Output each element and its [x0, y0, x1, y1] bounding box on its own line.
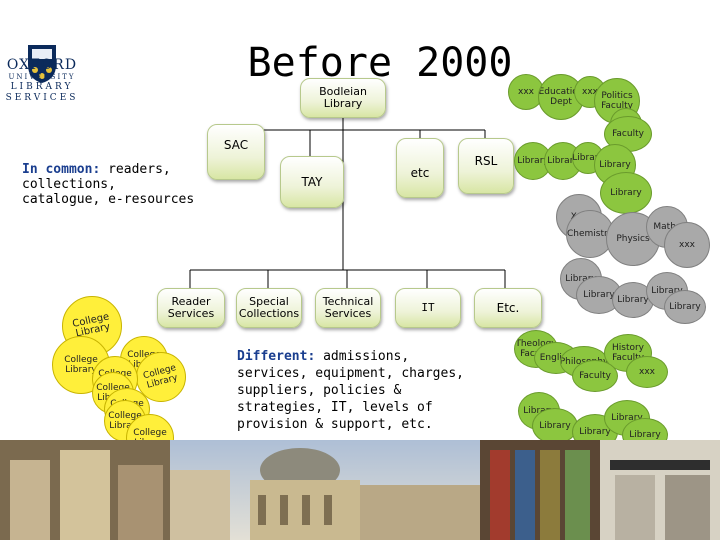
- oxford-library-services-logo: OXFORD UNIVERSITY LIBRARY SERVICES: [4, 58, 80, 103]
- faculty-bubble: Faculty: [572, 360, 618, 392]
- library-bubble-label: Library: [579, 427, 611, 437]
- library-bubble: Library: [664, 290, 706, 324]
- library-bubble: Library: [600, 172, 652, 214]
- library-bubble-label: Library: [669, 302, 701, 312]
- it-node: IT: [395, 288, 461, 328]
- library-bubble-label: Library: [599, 160, 631, 170]
- department-bubble-label: Maths: [653, 222, 681, 232]
- library-bubble-label: Library: [629, 430, 661, 440]
- faculty-bubble: xxx: [626, 356, 668, 388]
- department-bubble-label: Physics: [616, 234, 650, 244]
- reader-services-node: Reader Services: [157, 288, 225, 328]
- bodleian-library-node: Bodleian Library: [300, 78, 386, 118]
- college-library-label: College Library: [64, 355, 98, 375]
- library-bubble-label: Library: [523, 406, 555, 416]
- etc-node: etc: [396, 138, 444, 198]
- library-bubble: Library: [532, 408, 578, 444]
- logo-line-2: UNIVERSITY: [8, 73, 76, 81]
- in-common-note: In common: readers, collections, catalog…: [22, 162, 198, 207]
- college-library-bubble: College Library: [136, 352, 186, 402]
- rsl-node: RSL: [458, 138, 514, 194]
- faculty-bubble-label: Faculty: [579, 371, 611, 381]
- department-bubble-label: xxx: [679, 240, 695, 250]
- department-bubble-label: Chemistry: [566, 229, 614, 239]
- different-text: admissions, services, equipment, charges…: [237, 349, 464, 432]
- in-common-label: In common:: [22, 162, 101, 177]
- library-bubble-label: Library: [547, 156, 579, 166]
- faculty-bubble-label: History Faculty: [611, 343, 645, 363]
- library-bubble-label: Library: [583, 290, 615, 300]
- etc2-node: Etc.: [474, 288, 542, 328]
- faculty-bubble-label: xxx: [518, 87, 534, 97]
- library-buildings-photo: [0, 440, 720, 540]
- library-bubble-label: Library: [572, 153, 604, 163]
- library-bubble-label: Library: [610, 188, 642, 198]
- college-library-label: College Library: [108, 411, 142, 431]
- department-bubble: xxx: [664, 222, 710, 268]
- faculty-bubble: xxx: [508, 74, 544, 110]
- faculty-bubble-label: English: [539, 353, 573, 363]
- library-bubble-label: Library: [517, 156, 549, 166]
- logo-line-1: OXFORD: [6, 57, 78, 73]
- technical-services-node: Technical Services: [315, 288, 381, 328]
- faculty-bubble-label: Politics Faculty: [601, 91, 633, 111]
- logo-line-3: LIBRARY: [10, 82, 74, 92]
- different-note: Different: admissions, services, equipme…: [237, 348, 487, 433]
- library-bubble-label: Library: [617, 295, 649, 305]
- faculty-bubble-label: Faculty: [612, 129, 644, 139]
- college-library-label: College Library: [142, 362, 179, 391]
- in-common-text: readers, collections, catalogue, e-resou…: [22, 162, 195, 207]
- sac-node: SAC: [207, 124, 265, 180]
- library-bubble: Library: [612, 282, 654, 318]
- library-bubble-label: Library: [611, 413, 643, 423]
- faculty-bubble-label: Education Dept: [538, 87, 584, 107]
- faculty-bubble-label: xxx: [582, 87, 598, 97]
- library-bubble-label: Library: [651, 286, 683, 296]
- library-bubble-label: Library: [539, 421, 571, 431]
- different-label: Different:: [237, 349, 316, 364]
- logo-line-4: SERVICES: [5, 93, 79, 103]
- tay-node: TAY: [280, 156, 344, 208]
- faculty-bubble-label: xxx: [639, 367, 655, 377]
- special-collections-node: Special Collections: [236, 288, 302, 328]
- library-bubble-label: Library: [565, 274, 597, 284]
- oxford-crest-icon: [28, 45, 56, 83]
